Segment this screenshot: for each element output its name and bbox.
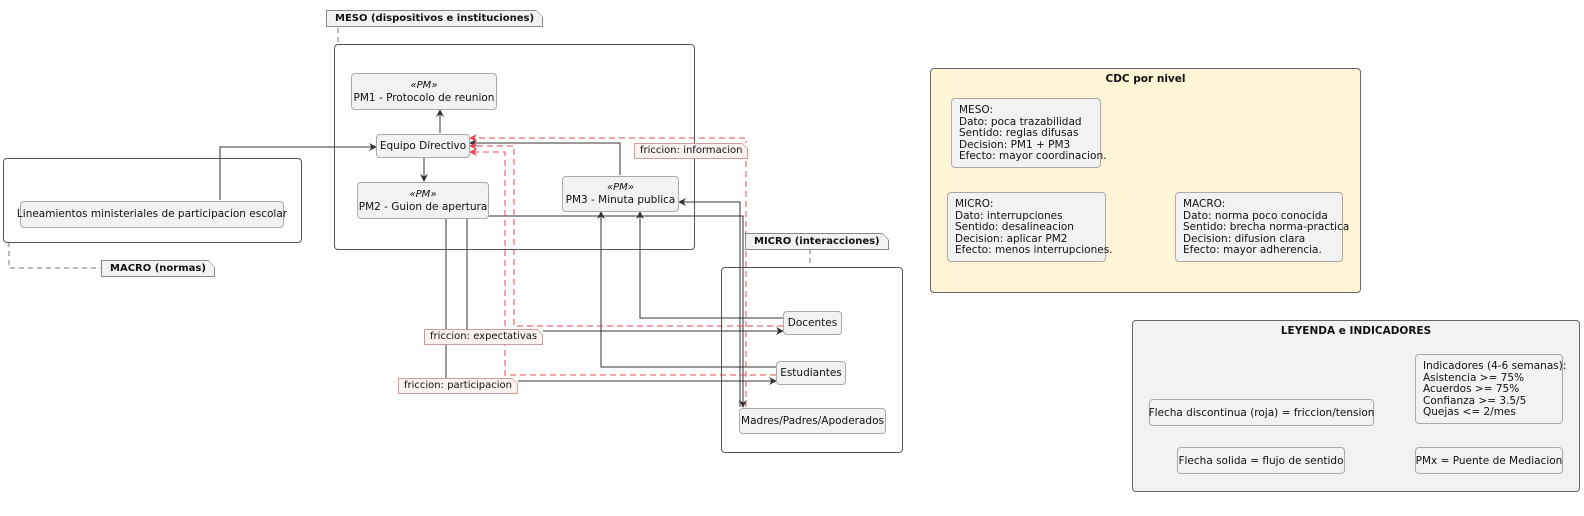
friction-docentes-equipo bbox=[469, 142, 783, 327]
friction-madres-equipo bbox=[469, 134, 747, 407]
legend-solid-arrow: Flecha solida = flujo de sentido bbox=[1177, 447, 1345, 474]
madres-padres-label: Madres/Padres/Apoderados bbox=[741, 414, 884, 427]
cdc-meso-line: Sentido: reglas difusas bbox=[959, 127, 1079, 139]
cdc-micro-box: MICRO: Dato: interrupciones Sentido: des… bbox=[947, 192, 1113, 262]
legend-panel: LEYENDA e INDICADORES Indicadores (4-6 s… bbox=[1132, 320, 1580, 492]
estudiantes-label: Estudiantes bbox=[780, 366, 842, 379]
micro-package bbox=[721, 267, 903, 453]
indicator-line: Asistencia >= 75% bbox=[1423, 371, 1525, 384]
flow-pm3-equipo bbox=[469, 139, 621, 175]
lineamientos-label: Lineamientos ministeriales de participac… bbox=[16, 208, 288, 220]
friction-note-informacion: friccion: informacion bbox=[634, 143, 749, 159]
cdc-macro-line: Sentido: brecha norma-practica bbox=[1183, 221, 1350, 233]
equipo-directivo-node[interactable]: Equipo Directivo bbox=[376, 134, 470, 158]
pm1-label: PM1 - Protocolo de reunion bbox=[353, 91, 495, 104]
indicator-line: Acuerdos >= 75% bbox=[1423, 383, 1520, 395]
cdc-micro-line: MICRO: bbox=[955, 198, 994, 210]
equipo-directivo-label: Equipo Directivo bbox=[379, 139, 467, 152]
meso-note: MESO (dispositivos e instituciones) bbox=[326, 10, 544, 27]
flow-lineamientos-equipo bbox=[219, 143, 377, 200]
legend-dashed-arrow: Flecha discontinua (roja) = friccion/ten… bbox=[1149, 399, 1374, 426]
cdc-macro-line: Dato: norma poco conocida bbox=[1183, 209, 1328, 222]
macro-package bbox=[3, 158, 302, 243]
cdc-macro-line: Decision: difusion clara bbox=[1183, 232, 1306, 245]
lineamientos-node[interactable]: Lineamientos ministeriales de participac… bbox=[16, 201, 288, 228]
cdc-meso-line: Decision: PM1 + PM3 bbox=[959, 138, 1071, 151]
cdc-micro-line: Decision: aplicar PM2 bbox=[955, 232, 1068, 245]
pm3-stereotype: «PM» bbox=[606, 182, 634, 193]
macro-note: MACRO (normas) bbox=[101, 260, 215, 277]
macro-note-anchor bbox=[8, 242, 101, 269]
cdc-title: CDC por nivel bbox=[1105, 73, 1186, 85]
friction-estudiantes-equipo bbox=[469, 148, 776, 376]
flow-madres-pm3 bbox=[678, 198, 741, 407]
indicator-line: Quejas <= 2/mes bbox=[1423, 406, 1516, 418]
indicator-line: Confianza >= 3.5/5 bbox=[1423, 394, 1527, 407]
legend-pmx: PMx = Puente de Mediacion bbox=[1415, 447, 1563, 474]
cdc-meso-line: MESO: bbox=[959, 104, 993, 116]
pm2-stereotype: «PM» bbox=[409, 188, 437, 200]
pm2-label: PM2 - Guion de apertura bbox=[358, 200, 488, 213]
cdc-meso-line: Dato: poca trazabilidad bbox=[959, 115, 1082, 128]
pm2-node[interactable]: «PM» PM2 - Guion de apertura bbox=[357, 182, 489, 219]
indicators-box: Indicadores (4-6 semanas): Asistencia >=… bbox=[1415, 354, 1567, 424]
cdc-micro-line: Efecto: menos interrupciones. bbox=[955, 244, 1113, 256]
docentes-node[interactable]: Docentes bbox=[783, 311, 842, 335]
flow-estudiantes-pm3 bbox=[597, 211, 776, 368]
cdc-panel: CDC por nivel MESO: Dato: poca trazabili… bbox=[930, 68, 1361, 293]
cdc-macro-box: MACRO: Dato: norma poco conocida Sentido… bbox=[1175, 192, 1350, 262]
cdc-micro-line: Sentido: desalineacion bbox=[955, 221, 1074, 233]
pm3-node[interactable]: «PM» PM3 - Minuta publica bbox=[562, 176, 679, 212]
madres-padres-node[interactable]: Madres/Padres/Apoderados bbox=[739, 408, 886, 434]
cdc-macro-line: Efecto: mayor adherencia. bbox=[1183, 244, 1322, 256]
friction-note-expectativas: friccion: expectativas bbox=[424, 329, 544, 345]
docentes-label: Docentes bbox=[787, 316, 838, 329]
pm3-label: PM3 - Minuta publica bbox=[565, 194, 676, 206]
pm1-node[interactable]: «PM» PM1 - Protocolo de reunion bbox=[351, 73, 497, 110]
flow-pm2-madres bbox=[488, 215, 747, 408]
cdc-meso-line: Efecto: mayor coordinacion. bbox=[959, 150, 1107, 162]
estudiantes-node[interactable]: Estudiantes bbox=[776, 361, 846, 385]
indicator-line: Indicadores (4-6 semanas): bbox=[1423, 360, 1567, 372]
flow-docentes-pm3 bbox=[636, 211, 783, 319]
friction-note-participacion: friccion: participacion bbox=[398, 378, 518, 394]
cdc-meso-box: MESO: Dato: poca trazabilidad Sentido: r… bbox=[951, 98, 1107, 168]
micro-note: MICRO (interacciones) bbox=[745, 233, 889, 250]
cdc-micro-line: Dato: interrupciones bbox=[955, 209, 1063, 222]
legend-title: LEYENDA e INDICADORES bbox=[1280, 325, 1432, 337]
cdc-macro-line: MACRO: bbox=[1183, 198, 1226, 210]
pm1-stereotype: «PM» bbox=[410, 79, 438, 91]
